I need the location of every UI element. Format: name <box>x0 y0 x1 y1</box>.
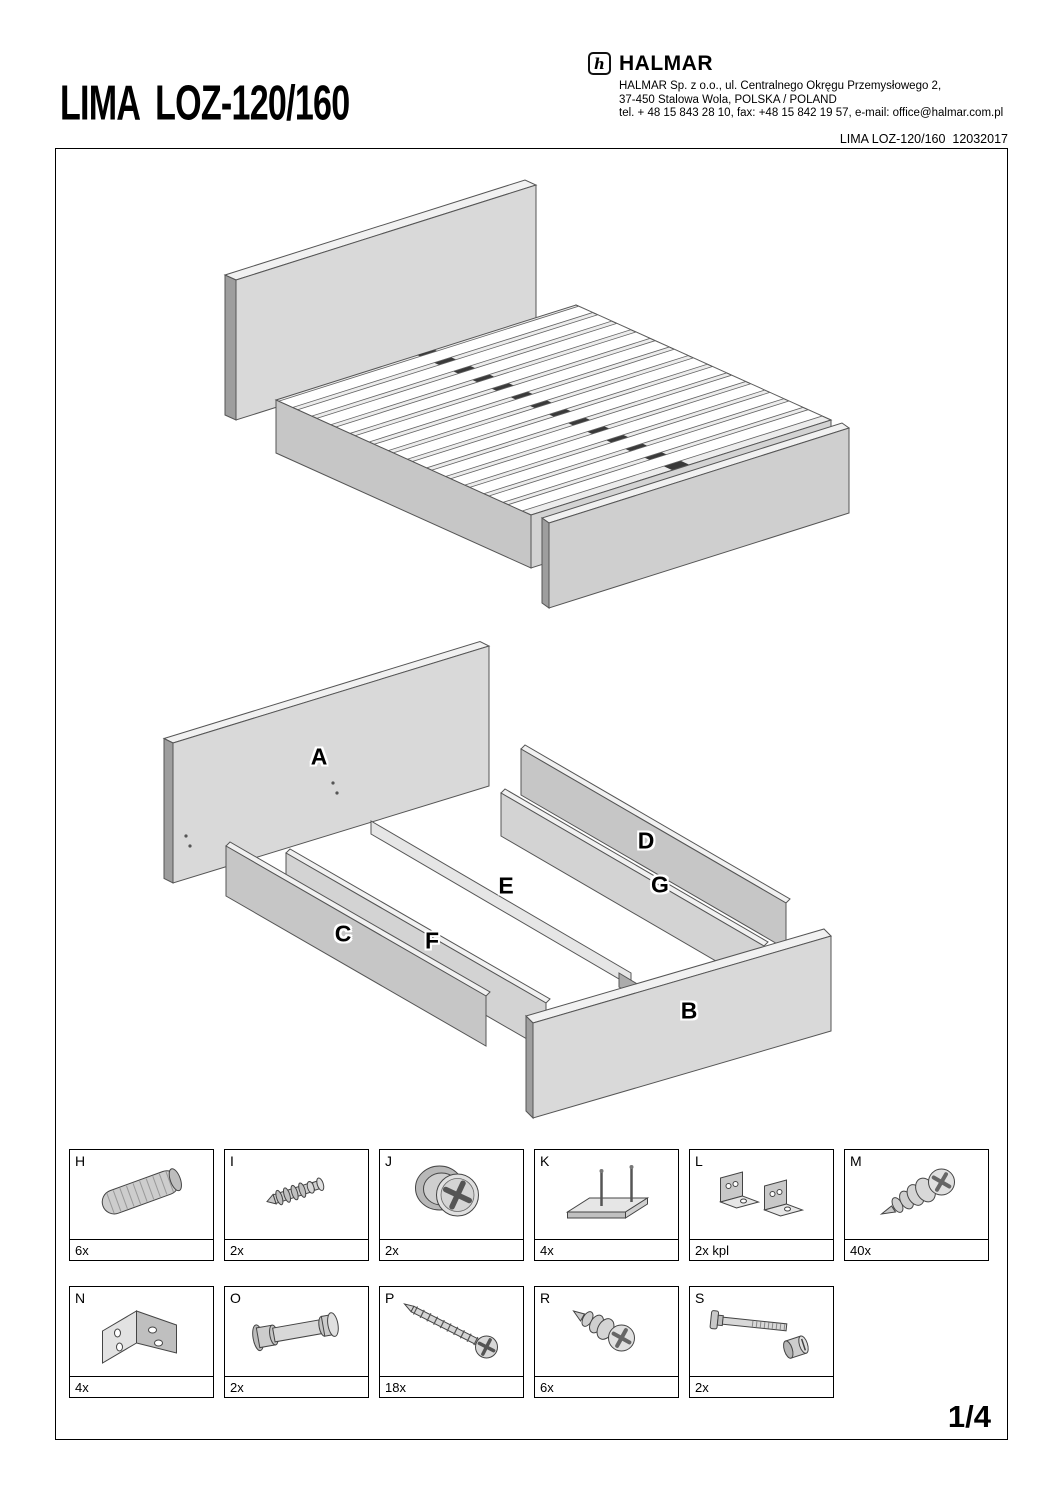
address-line: 37-450 Stalowa Wola, POLSKA / POLAND <box>619 93 837 106</box>
part-letter: N <box>75 1290 86 1306</box>
part-box-j: J 2x <box>379 1149 524 1261</box>
part-letter: J <box>385 1153 392 1169</box>
footboard-panel-b-shape <box>525 928 832 1120</box>
part-qty: 40x <box>850 1243 871 1258</box>
part-qty: 6x <box>75 1243 89 1258</box>
part-box-o: O 2x <box>224 1286 369 1398</box>
wood-dowel-icon <box>101 1168 182 1215</box>
part-box-divider <box>535 1376 678 1377</box>
connector-bolt-icon <box>251 1312 339 1352</box>
part-box-r: R 6x <box>534 1286 679 1398</box>
part-qty: 4x <box>540 1243 554 1258</box>
machine-bolt-barrel-nut-icon <box>709 1310 809 1359</box>
pan-head-screw-icon <box>571 1310 635 1352</box>
part-box-p: P 18x <box>379 1286 524 1398</box>
side-rail-d-shape <box>520 744 791 950</box>
part-letter: L <box>695 1153 703 1169</box>
part-box-divider <box>225 1376 368 1377</box>
cam-lock-icon <box>414 1165 479 1217</box>
part-qty: 6x <box>540 1380 554 1395</box>
part-letter: H <box>75 1153 86 1169</box>
page-title: LIMA LOZ-120/160 <box>60 75 350 131</box>
part-qty: 2x <box>385 1243 399 1258</box>
part-box-h: H 6x <box>69 1149 214 1261</box>
part-box-divider <box>690 1239 833 1240</box>
part-box-divider <box>535 1239 678 1240</box>
page-number: 1/4 <box>947 1399 991 1434</box>
ribbed-dowel-screw-icon <box>265 1177 324 1206</box>
part-qty: 18x <box>385 1380 406 1395</box>
double-pin-bracket-icon <box>565 1165 649 1219</box>
footboard-shape <box>540 422 851 609</box>
part-label-e: E <box>498 872 514 899</box>
part-qty: 4x <box>75 1380 89 1395</box>
side-rail-c-shape <box>225 841 491 1047</box>
headboard-panel-a-shape <box>162 640 491 884</box>
part-box-k: K 4x <box>534 1149 679 1261</box>
headboard-shape <box>223 179 538 421</box>
document-reference: LIMA LOZ-120/160 12032017 <box>839 132 1008 146</box>
part-label-a: A <box>310 743 328 770</box>
exploded-view-drawing <box>162 640 832 1120</box>
part-qty: 2x <box>695 1380 709 1395</box>
part-letter: S <box>695 1290 705 1306</box>
long-wood-screw-icon <box>402 1303 498 1359</box>
part-box-s: S <box>689 1286 834 1398</box>
part-box-divider <box>70 1239 213 1240</box>
part-letter: P <box>385 1290 395 1306</box>
company-address: HALMAR Sp. z o.o., ul. Centralnego Okręg… <box>619 80 1003 121</box>
part-box-divider <box>845 1239 988 1240</box>
part-letter: R <box>540 1290 551 1306</box>
part-box-m: M 40x <box>844 1149 989 1261</box>
instruction-frame: A B C D E F G H <box>55 148 1008 1440</box>
part-box-divider <box>380 1376 523 1377</box>
part-letter: O <box>230 1290 241 1306</box>
part-qty: 2x <box>230 1243 244 1258</box>
part-box-n: N 4x <box>69 1286 214 1398</box>
countersunk-screw-icon <box>879 1168 955 1215</box>
part-qty: 2x <box>230 1380 244 1395</box>
part-box-divider <box>690 1376 833 1377</box>
part-letter: M <box>850 1153 862 1169</box>
part-label-c: C <box>334 920 352 947</box>
address-line: HALMAR Sp. z o.o., ul. Centralnego Okręg… <box>619 80 942 92</box>
part-box-divider <box>70 1376 213 1377</box>
part-box-i: I 2x <box>224 1149 369 1261</box>
part-letter: K <box>540 1153 550 1169</box>
corner-plate-icon <box>101 1310 177 1364</box>
halmar-logo-glyph: h <box>594 54 605 73</box>
corner-bracket-set-icon <box>719 1171 803 1217</box>
part-label-d: D <box>637 827 655 854</box>
part-label-g: G <box>651 871 669 898</box>
part-box-divider <box>380 1239 523 1240</box>
part-qty: 2x kpl <box>695 1243 729 1258</box>
part-box-l: L 2x kpl <box>689 1149 834 1261</box>
part-label-b: B <box>680 997 698 1024</box>
part-box-divider <box>225 1239 368 1240</box>
part-letter: I <box>230 1153 234 1169</box>
part-label-f: F <box>424 927 440 954</box>
halmar-logo-icon: h <box>588 52 611 75</box>
brand-name: HALMAR <box>619 52 713 75</box>
assembled-bed-drawing <box>223 179 851 609</box>
address-line: tel. + 48 15 843 28 10, fax: +48 15 842 … <box>619 107 1004 119</box>
